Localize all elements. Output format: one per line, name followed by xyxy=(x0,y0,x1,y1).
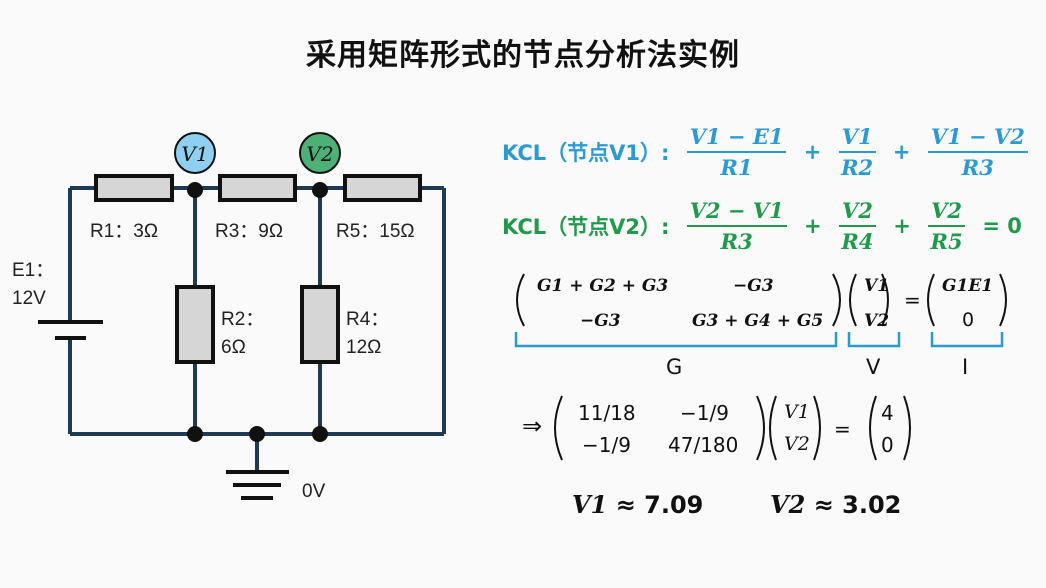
r2-name: R2： xyxy=(221,309,264,330)
vector-v2: V2 xyxy=(864,311,890,331)
r5-label: R5：15Ω xyxy=(336,221,415,242)
numeric-v1: V1 xyxy=(784,401,810,423)
numeric-a22: 47/180 xyxy=(668,433,739,457)
resistor-r4 xyxy=(300,285,340,364)
node-v2-marker xyxy=(299,132,341,174)
resistor-r1 xyxy=(94,174,174,202)
matrix-g12: −G3 xyxy=(733,276,774,296)
numeric-b2: 0 xyxy=(881,433,894,457)
resistor-r3 xyxy=(218,174,297,202)
page-title: 采用矩阵形式的节点分析法实例 xyxy=(306,38,740,73)
junction-dots xyxy=(187,182,328,442)
numeric-b1: 4 xyxy=(881,401,894,425)
battery-e1 xyxy=(38,320,103,340)
matrix-g21: −G3 xyxy=(580,311,621,331)
node-v1-label: V1 xyxy=(181,142,208,166)
implies-arrow: ⇒ xyxy=(522,412,543,440)
brace-label-v: V xyxy=(866,355,881,379)
r3-label: R3：9Ω xyxy=(215,221,283,242)
result-v2-value: ≈ 3.02 xyxy=(813,491,902,519)
r4-value: 12Ω xyxy=(346,337,381,358)
node-v1-marker xyxy=(174,132,216,174)
numeric-a21: −1/9 xyxy=(582,433,631,457)
result-v2: V2 ≈ 3.02 xyxy=(770,490,901,519)
vector-i1: G1E1 xyxy=(942,276,994,296)
kcl1-label: KCL（节点V1）: xyxy=(502,141,670,165)
r4-name: R4： xyxy=(346,309,389,330)
kcl2-rhs: = 0 xyxy=(982,214,1022,238)
matrix-g22: G3 + G4 + G5 xyxy=(692,311,824,331)
e1-value: 12V xyxy=(12,288,46,309)
numeric-a12: −1/9 xyxy=(680,401,729,425)
ground-label: 0V xyxy=(302,481,326,502)
result-v1-value: ≈ 7.09 xyxy=(615,491,704,519)
numeric-a11: 11/18 xyxy=(578,401,636,425)
r2-value: 6Ω xyxy=(221,337,246,358)
r1-label: R1：3Ω xyxy=(90,221,158,242)
underbraces xyxy=(514,332,1004,348)
matrix-equation-brackets xyxy=(514,273,1007,348)
result-v1: V1 ≈ 7.09 xyxy=(572,490,703,519)
vector-i2: 0 xyxy=(962,309,975,331)
brace-label-g: G xyxy=(666,355,683,379)
e1-name: E1： xyxy=(12,260,54,281)
ground-symbol xyxy=(226,470,289,500)
numeric-v2: V2 xyxy=(784,433,810,455)
brace-label-i: I xyxy=(962,355,969,379)
result-v1-label: V1 xyxy=(572,490,608,519)
vector-v1: V1 xyxy=(864,276,890,296)
node-v2-label: V2 xyxy=(306,142,333,166)
matrix-g11: G1 + G2 + G3 xyxy=(537,276,669,296)
circuit-diagram: V1 V2 R1：3Ω R3：9Ω R5：15Ω R2： 6Ω R4： 12Ω … xyxy=(12,132,446,502)
resistor-r2 xyxy=(175,285,215,364)
result-v2-label: V2 xyxy=(770,490,806,519)
resistor-r5 xyxy=(343,174,422,202)
numeric-equation-brackets xyxy=(554,395,911,461)
kcl2-label: KCL（节点V2）: xyxy=(502,215,670,239)
